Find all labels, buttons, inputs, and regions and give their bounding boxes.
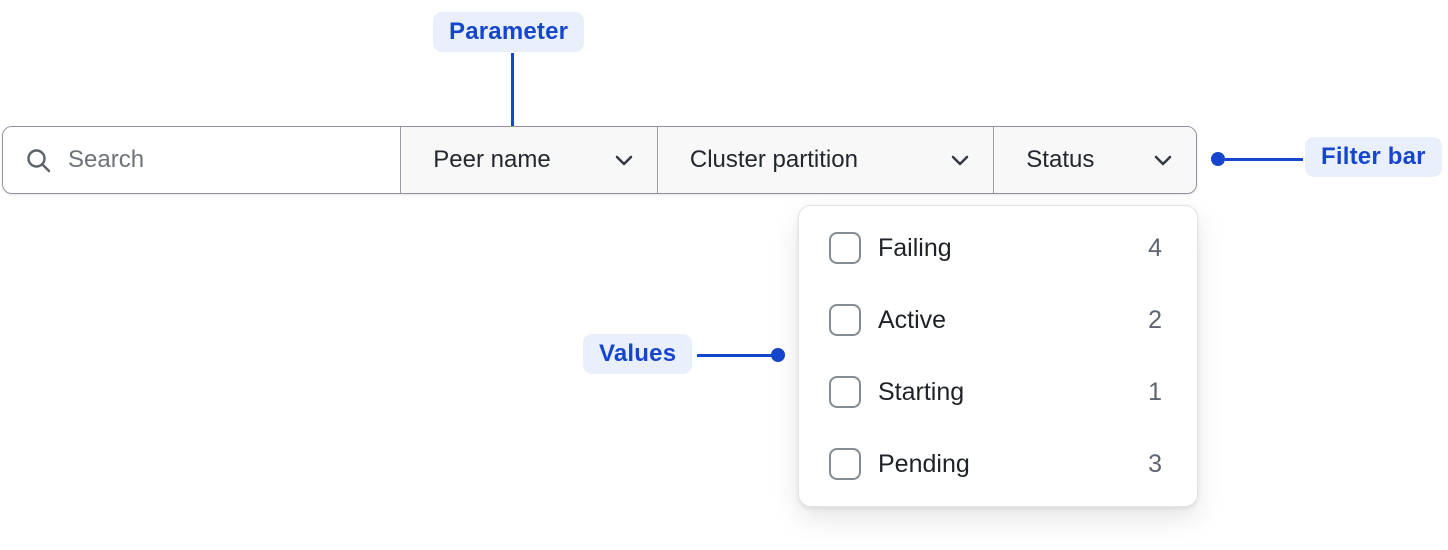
parameter-connector-line	[511, 53, 514, 137]
status-option-failing[interactable]: Failing 4	[829, 212, 1162, 284]
filter-bar: Peer name Cluster partition Status	[2, 126, 1197, 194]
dropdown-peer-name-label: Peer name	[433, 146, 551, 173]
chevron-down-icon	[615, 155, 633, 166]
dropdown-peer-name[interactable]: Peer name	[400, 127, 657, 193]
annotation-filter-bar: Filter bar	[1305, 137, 1442, 177]
dropdown-status-label: Status	[1026, 146, 1095, 173]
filter-bar-connector-dot	[1211, 152, 1225, 166]
chevron-down-icon	[1154, 155, 1172, 166]
status-option-active[interactable]: Active 2	[829, 284, 1162, 356]
checkbox-active[interactable]	[829, 304, 861, 336]
annotation-values: Values	[583, 334, 693, 374]
option-count: 2	[1148, 305, 1162, 334]
checkbox-pending[interactable]	[829, 448, 861, 480]
checkbox-starting[interactable]	[829, 376, 861, 408]
chevron-down-icon	[952, 155, 969, 166]
option-label: Failing	[878, 233, 952, 262]
status-option-starting[interactable]: Starting 1	[829, 356, 1162, 428]
dropdown-status[interactable]: Status	[993, 127, 1196, 193]
option-label: Pending	[878, 449, 970, 478]
option-label: Active	[878, 305, 947, 334]
search-field[interactable]	[3, 127, 401, 193]
search-input[interactable]	[68, 146, 368, 174]
status-option-pending[interactable]: Pending 3	[829, 428, 1162, 500]
checkbox-failing[interactable]	[829, 232, 861, 264]
option-count: 3	[1148, 449, 1162, 478]
dropdown-cluster-partition-label: Cluster partition	[689, 146, 858, 173]
filter-bar-connector-line	[1225, 158, 1303, 161]
annotation-parameter: Parameter	[433, 12, 585, 52]
status-dropdown-panel: Failing 4 Active 2 Starting 1 Pending 3	[798, 205, 1198, 507]
search-icon	[27, 148, 51, 172]
option-count: 1	[1148, 377, 1162, 406]
option-count: 4	[1148, 233, 1162, 262]
values-connector-dot	[771, 348, 785, 362]
values-connector-line	[697, 354, 773, 357]
option-label: Starting	[878, 377, 965, 406]
dropdown-cluster-partition[interactable]: Cluster partition	[656, 127, 994, 193]
